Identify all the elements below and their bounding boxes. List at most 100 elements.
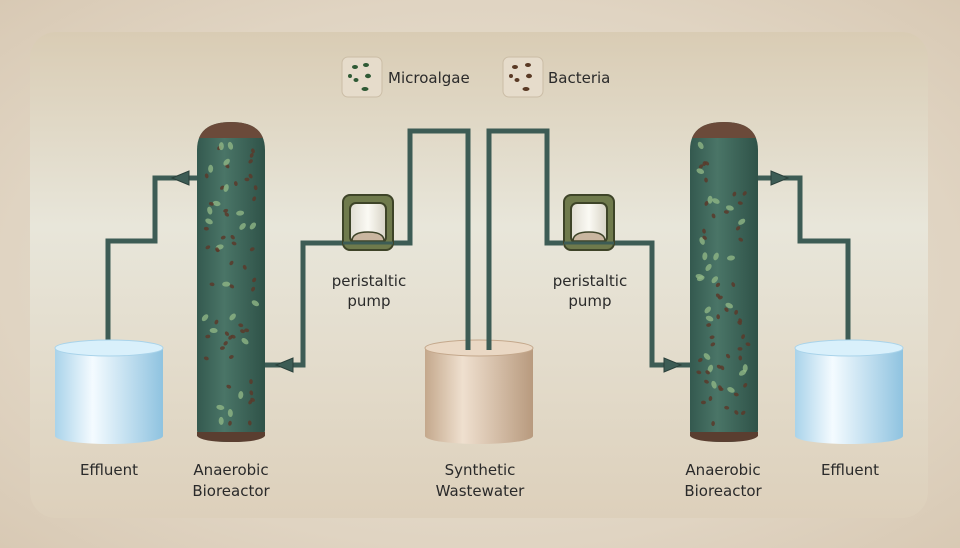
bacteria-particle — [249, 379, 253, 385]
microalgae-particle — [725, 205, 734, 211]
microalgae-particle — [201, 314, 209, 322]
microalgae-particle — [705, 315, 714, 322]
bacteria-particle — [228, 420, 232, 426]
bacteria-particle — [706, 323, 712, 327]
bacteria-particle — [724, 405, 730, 410]
microalgae-particle — [209, 328, 218, 334]
bacteria-particle — [737, 347, 743, 351]
bacteria-particle — [203, 226, 209, 231]
bacteria-particle — [704, 177, 708, 183]
bacteria-particle — [209, 282, 215, 287]
bacteria-particle — [716, 314, 720, 320]
bacteria-particle — [240, 329, 245, 334]
bacteria-particle — [205, 245, 211, 250]
bacteria-particle — [723, 210, 729, 214]
right-reactor-label: Bioreactor — [684, 482, 762, 500]
flow-arrow-icon — [274, 357, 294, 373]
microalgae-particle — [249, 222, 257, 230]
left-effluent-tank — [54, 339, 164, 444]
right-effluent-label: Effluent — [821, 461, 879, 479]
bacteria-particle — [214, 319, 219, 325]
bacteria-particle — [223, 341, 228, 346]
flow-arrow-icon — [663, 357, 683, 373]
bacteria-particle — [248, 159, 253, 164]
bacteria-particle — [229, 284, 235, 289]
flow-arrow-icon — [770, 170, 790, 186]
microalgae-particle — [212, 200, 221, 207]
bacteria-swatch-icon — [502, 56, 544, 98]
microalgae-particle — [227, 141, 234, 150]
microalgae-particle — [222, 281, 231, 287]
microalgae-particle — [707, 195, 713, 204]
microalgae-particle — [236, 210, 245, 216]
bacteria-particle — [231, 241, 237, 246]
bacteria-particle — [224, 331, 230, 336]
microalgae-particle — [711, 380, 717, 389]
microalgae-swatch-icon — [341, 56, 383, 98]
bacteria-particle — [215, 247, 220, 253]
bacteria-particle — [709, 335, 715, 340]
bacteria-particle — [247, 420, 252, 426]
bacteria-particle — [228, 335, 233, 340]
bacteria-particle — [242, 264, 247, 270]
legend-microalgae-label: Microalgae — [388, 69, 470, 87]
bacteria-particle — [704, 201, 709, 206]
left-effluent-label: Effluent — [80, 461, 138, 479]
bacteria-particle — [718, 385, 723, 390]
bacteria-particle — [715, 282, 721, 288]
bacteria-particle — [230, 235, 235, 240]
bacteria-particle — [233, 181, 238, 187]
bacteria-particle — [732, 191, 737, 197]
legend-bacteria-label: Bacteria — [548, 69, 610, 87]
bacteria-particle — [725, 353, 731, 359]
bacteria-particle — [735, 226, 741, 231]
bacteria-particle — [738, 355, 743, 361]
left-peristaltic-pump — [342, 194, 394, 251]
microalgae-particle — [216, 404, 225, 410]
microalgae-particle — [227, 409, 233, 418]
wastewater-label: Synthetic — [445, 461, 516, 479]
bacteria-particle — [249, 390, 254, 396]
bacteria-particle — [224, 212, 230, 217]
bacteria-particle — [226, 384, 232, 389]
right-bioreactor — [690, 122, 758, 442]
bacteria-particle — [745, 342, 751, 347]
microalgae-particle — [705, 263, 712, 272]
bacteria-particle — [733, 392, 739, 397]
bacteria-particle — [734, 410, 739, 415]
bacteria-particle — [702, 228, 706, 234]
bacteria-particle — [205, 334, 211, 339]
bacteria-particle — [250, 397, 255, 402]
wastewater-tank — [424, 339, 534, 444]
bacteria-particle — [738, 237, 744, 242]
microalgae-particle — [738, 369, 747, 376]
microalgae-particle — [697, 141, 704, 150]
wastewater-label: Wastewater — [436, 482, 526, 500]
bacteria-particle — [715, 293, 721, 298]
microalgae-particle — [696, 168, 705, 174]
bacteria-particle — [244, 328, 250, 333]
microalgae-particle — [223, 158, 230, 166]
bacteria-particle — [743, 382, 748, 388]
left-bioreactor — [197, 122, 265, 442]
bacteria-particle — [251, 148, 255, 154]
flow-arrow-icon — [170, 170, 190, 186]
bacteria-particle — [720, 365, 725, 371]
bacteria-particle — [708, 396, 713, 402]
microalgae-particle — [208, 164, 214, 173]
microalgae-particle — [711, 276, 719, 284]
bacteria-particle — [244, 177, 250, 182]
right-pump-label: peristaltic — [553, 272, 627, 290]
bacteria-particle — [208, 201, 214, 206]
microalgae-particle — [223, 184, 229, 192]
bacteria-particle — [711, 421, 715, 427]
bacteria-particle — [228, 355, 234, 359]
microalgae-particle — [218, 416, 224, 425]
left-reactor-label: Anaerobic — [193, 461, 268, 479]
bacteria-particle — [737, 201, 743, 205]
microalgae-particle — [712, 198, 720, 204]
bacteria-particle — [734, 309, 739, 315]
bacteria-particle — [740, 410, 746, 415]
bacteria-particle — [724, 307, 729, 312]
